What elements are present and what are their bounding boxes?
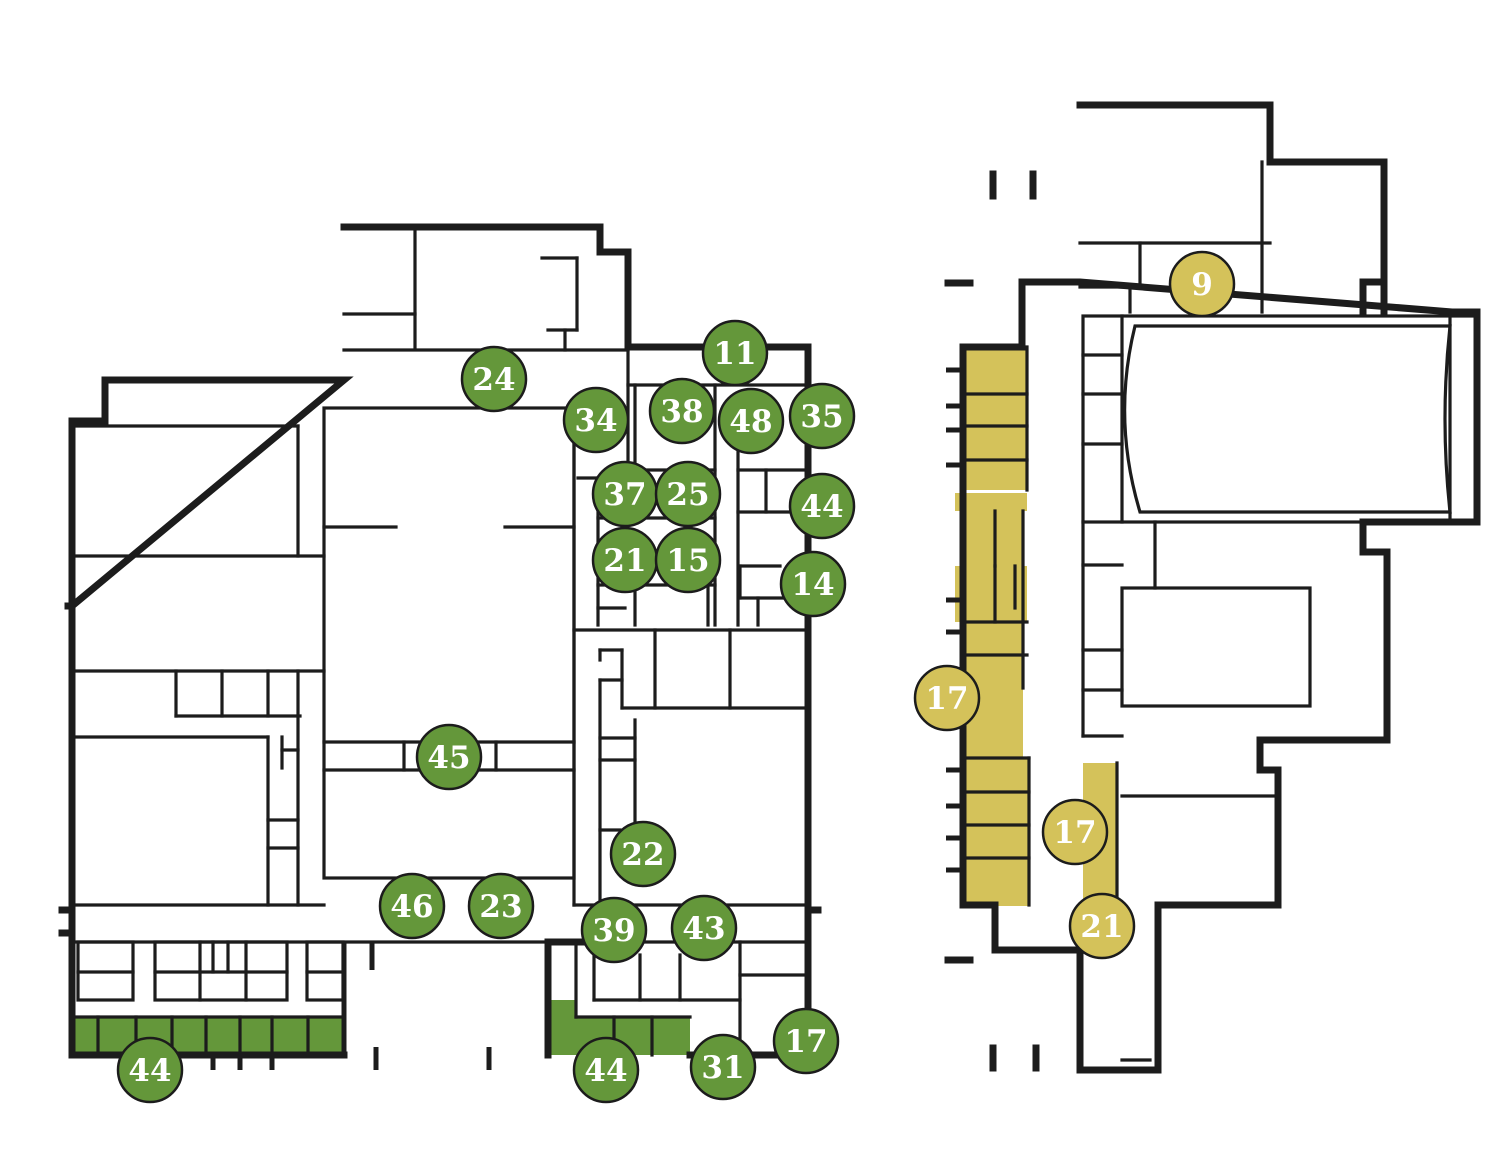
marker-label: 11 [713,336,756,372]
marker-circle[interactable] [1041,798,1109,866]
marker-label: 17 [1053,815,1096,851]
marker-label: 35 [800,399,843,435]
marker-circle[interactable] [609,820,677,888]
location-marker[interactable]: 17 [913,664,981,732]
location-marker[interactable]: 34 [562,386,630,454]
location-marker[interactable]: 25 [654,460,722,528]
marker-label: 44 [128,1053,171,1089]
location-marker[interactable]: 39 [580,896,648,964]
location-marker[interactable]: 46 [378,872,446,940]
marker-label: 46 [390,889,433,925]
marker-circle[interactable] [562,386,630,454]
marker-label: 44 [584,1053,627,1089]
location-marker[interactable]: 17 [1041,798,1109,866]
marker-circle[interactable] [772,1007,840,1075]
marker-label: 48 [729,404,772,440]
right-building [944,101,1481,1074]
marker-label: 44 [800,489,843,525]
marker-label: 21 [1080,909,1123,945]
marker-circle[interactable] [701,319,769,387]
left-highlight-bays [72,1000,690,1055]
marker-circle[interactable] [1068,892,1136,960]
location-marker[interactable]: 21 [591,526,659,594]
bay-strip-mid-a [550,1000,576,1055]
marker-label: 25 [666,477,709,513]
location-marker[interactable]: 11 [701,319,769,387]
location-marker[interactable]: 45 [415,723,483,791]
marker-label: 15 [666,543,709,579]
marker-label: 17 [925,681,968,717]
location-marker[interactable]: 44 [572,1036,640,1104]
marker-circle[interactable] [788,472,856,540]
location-marker[interactable]: 35 [788,382,856,450]
marker-circle[interactable] [654,526,722,594]
marker-label: 17 [784,1024,827,1060]
marker-circle[interactable] [689,1033,757,1101]
location-marker[interactable]: 48 [717,387,785,455]
marker-circle[interactable] [378,872,446,940]
location-marker[interactable]: 14 [779,550,847,618]
marker-label: 43 [682,911,725,947]
marker-label: 39 [592,913,635,949]
bay-strip-west [72,1017,344,1055]
location-marker[interactable]: 38 [648,377,716,445]
location-marker[interactable]: 23 [467,872,535,940]
location-marker[interactable]: 21 [1068,892,1136,960]
gold-bay-south [963,758,1029,906]
marker-circle[interactable] [913,664,981,732]
marker-circle[interactable] [788,382,856,450]
marker-circle[interactable] [460,345,528,413]
location-marker[interactable]: 22 [609,820,677,888]
right-outer-wall [959,101,1481,1074]
marker-label: 22 [621,837,664,873]
marker-label: 38 [660,394,703,430]
location-marker[interactable]: 44 [788,472,856,540]
marker-circle[interactable] [467,872,535,940]
marker-label: 23 [479,889,522,925]
central-hall [322,406,576,880]
marker-circle[interactable] [654,460,722,528]
marker-label: 24 [472,362,515,398]
gold-bay-north [963,347,1027,490]
stage-block [1081,314,1479,524]
location-marker[interactable]: 17 [772,1007,840,1075]
marker-circle[interactable] [116,1036,184,1104]
location-marker[interactable]: 43 [670,894,738,962]
location-marker[interactable]: 31 [689,1033,757,1101]
marker-circle[interactable] [580,896,648,964]
location-marker[interactable]: 24 [460,345,528,413]
marker-label: 45 [427,740,470,776]
marker-circle[interactable] [415,723,483,791]
marker-circle[interactable] [572,1036,640,1104]
marker-circle[interactable] [648,377,716,445]
marker-circle[interactable] [779,550,847,618]
marker-label: 34 [574,403,617,439]
marker-label: 31 [701,1050,744,1086]
location-marker[interactable]: 15 [654,526,722,594]
location-marker[interactable]: 9 [1168,250,1236,318]
right-interior-walls [944,160,1479,1072]
marker-label: 37 [603,477,646,513]
marker-circle[interactable] [670,894,738,962]
marker-label: 21 [603,543,646,579]
marker-label: 9 [1191,267,1213,303]
marker-label: 14 [791,567,834,603]
marker-circle[interactable] [1168,250,1236,318]
location-markers: 24 11 34 38 48 35 37 25 44 21 15 14 45 22 46 23 39 43 17 44… [116,250,1236,1104]
location-marker[interactable]: 37 [591,460,659,528]
location-marker[interactable]: 44 [116,1036,184,1104]
marker-circle[interactable] [717,387,785,455]
